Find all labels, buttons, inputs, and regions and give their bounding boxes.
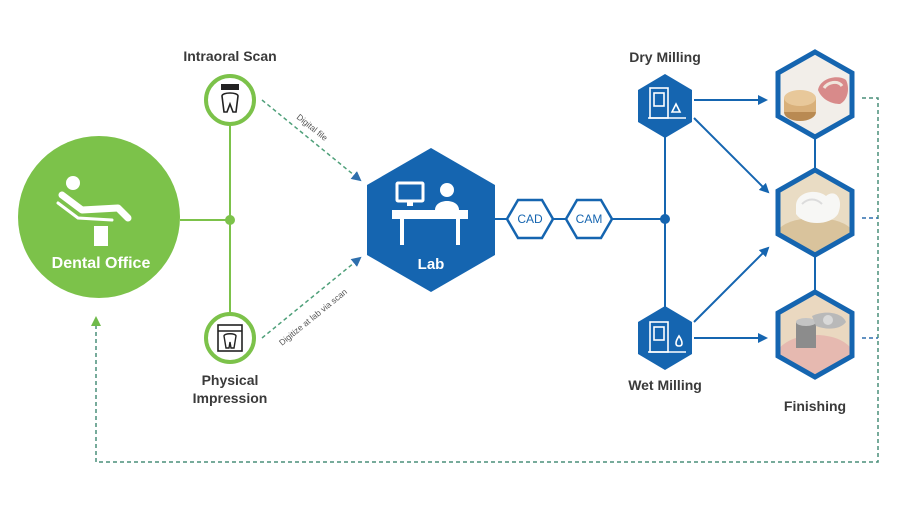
- milling-arrows: [693, 95, 770, 343]
- intraoral-scan-label: Intraoral Scan: [183, 48, 276, 64]
- office-connectors: [180, 122, 235, 314]
- edge-label-digital-file: Digital file: [295, 112, 330, 143]
- wet-milling-node[interactable]: Wet Milling: [628, 306, 702, 393]
- flow-to-lab: Digital file Digitize at lab via scan: [261, 99, 362, 348]
- lab-label: Lab: [418, 256, 445, 273]
- dry-milled-product-image: [775, 49, 855, 140]
- cam-label: CAM: [576, 212, 603, 226]
- cam-node[interactable]: CAM: [564, 198, 614, 240]
- wet-milling-label: Wet Milling: [628, 377, 702, 393]
- wet-milling-machine-icon: [648, 321, 686, 353]
- feedback-loop: [91, 97, 879, 463]
- finishing-product-image: [775, 289, 855, 380]
- intraoral-scan-node[interactable]: Intraoral Scan: [183, 48, 277, 126]
- cad-node[interactable]: CAD: [505, 198, 555, 240]
- finishing-label: Finishing: [784, 398, 846, 414]
- dental-office-node[interactable]: Dental Office: [18, 136, 180, 298]
- physical-impression-node[interactable]: Physical Impression: [193, 312, 268, 406]
- dental-office-label: Dental Office: [52, 255, 151, 272]
- lab-workstation-icon: [392, 181, 468, 245]
- lab-node[interactable]: Lab: [367, 148, 495, 292]
- physical-impression-label-1: Physical: [202, 372, 259, 388]
- physical-impression-label-2: Impression: [193, 390, 268, 406]
- cad-label: CAD: [517, 212, 543, 226]
- impression-tray-icon: [217, 324, 243, 352]
- crown-product-image: [775, 167, 855, 258]
- dry-milling-label: Dry Milling: [629, 49, 701, 65]
- tooth-scanner-icon: [221, 84, 239, 113]
- dental-chair-icon: [56, 176, 132, 246]
- milling-bus: [660, 120, 670, 318]
- dry-milling-machine-icon: [648, 87, 686, 119]
- junction-dot: [225, 215, 235, 225]
- dry-milling-node[interactable]: Dry Milling: [629, 49, 701, 138]
